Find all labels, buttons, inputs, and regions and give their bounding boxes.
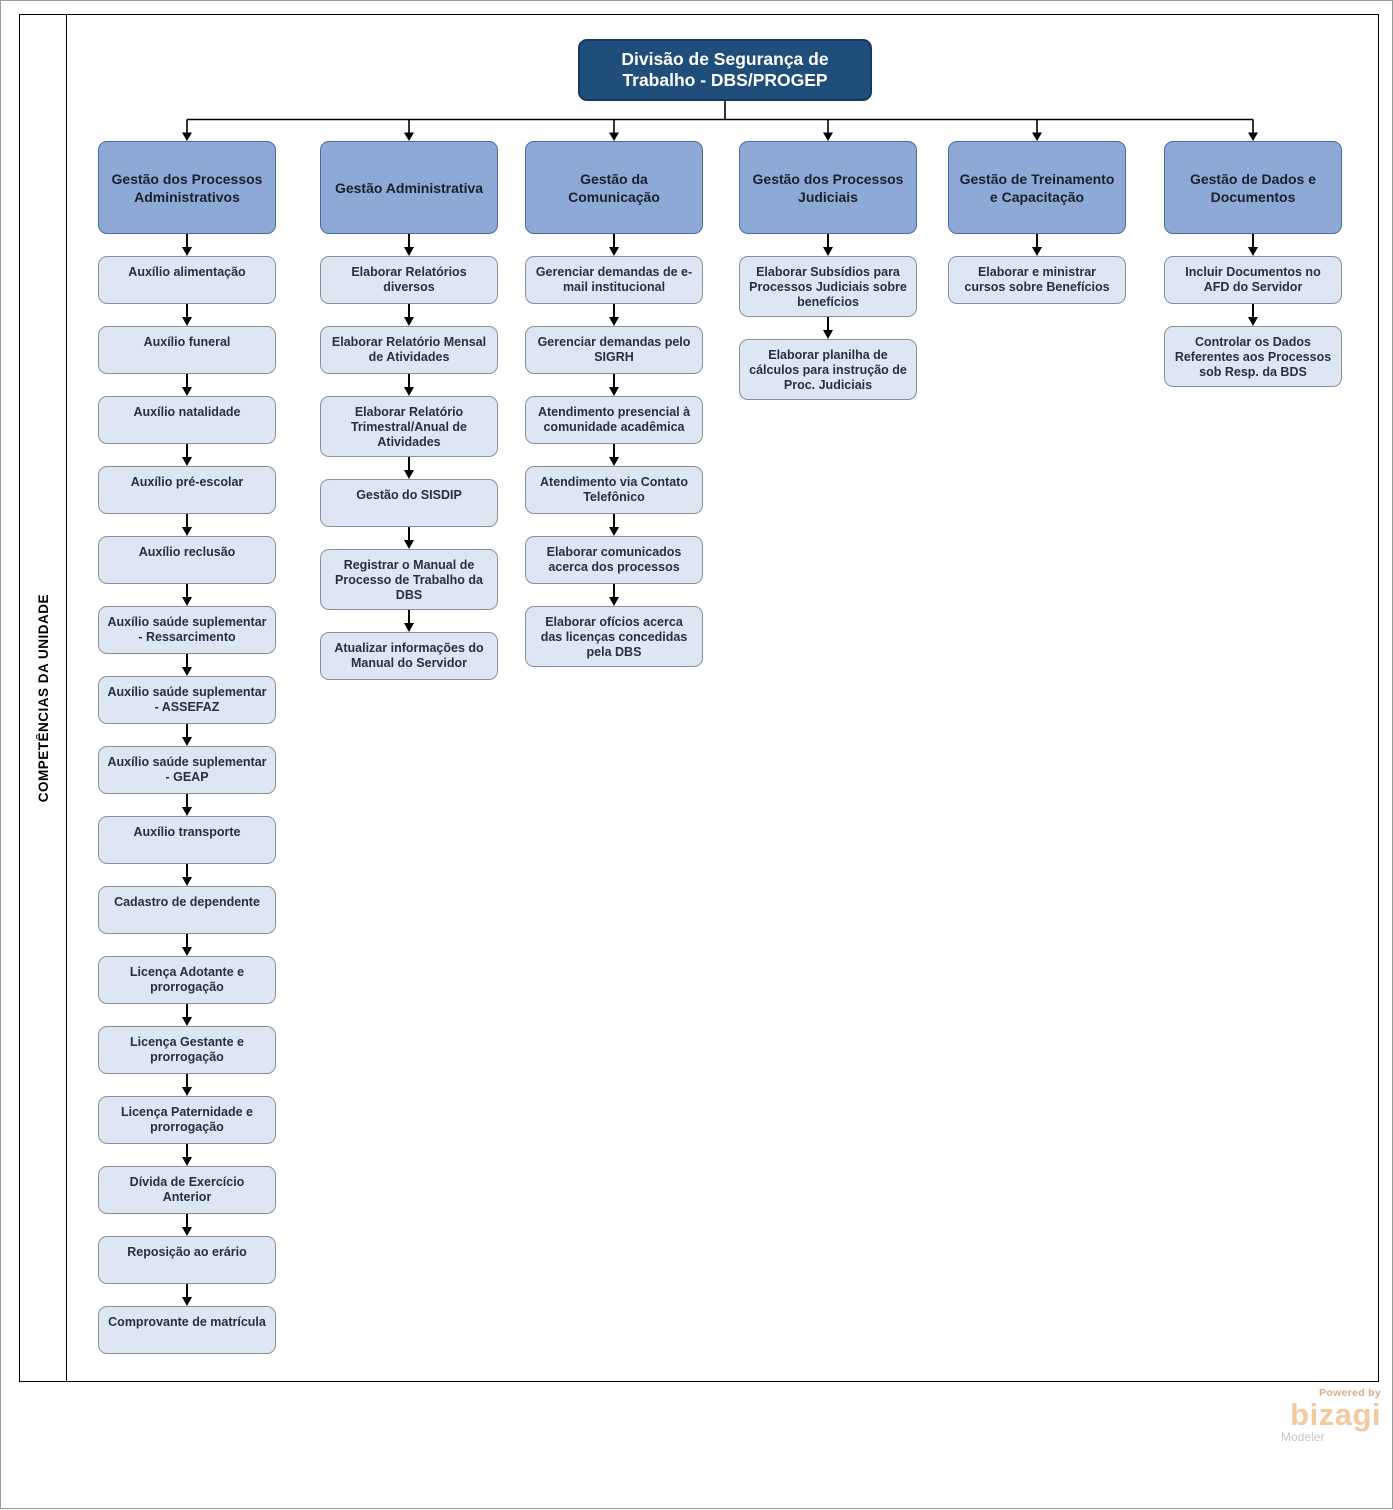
bizagi-branding: Powered by bizagi Modeler	[1281, 1387, 1381, 1444]
down-arrow-connector	[182, 374, 192, 396]
down-arrow-connector	[404, 374, 414, 396]
down-arrow-connector	[823, 234, 833, 256]
process-box: Elaborar Relatório Mensal de Atividades	[320, 326, 498, 374]
process-box: Elaborar planilha de cálculos para instr…	[739, 339, 917, 400]
process-box: Controlar os Dados Referentes aos Proces…	[1164, 326, 1342, 387]
down-arrow-connector	[404, 610, 414, 632]
down-arrow-connector	[182, 234, 192, 256]
down-arrow-connector	[182, 794, 192, 816]
process-box: Elaborar Relatório Trimestral/Anual de A…	[320, 396, 498, 457]
lane-competencias: COMPETÊNCIAS DA UNIDADE	[20, 15, 67, 1381]
down-arrow-connector	[404, 527, 414, 549]
process-box: Reposição ao erário	[98, 1236, 276, 1284]
process-box: Licença Gestante e prorrogação	[98, 1026, 276, 1074]
powered-by-label: Powered by	[1319, 1387, 1381, 1399]
down-arrow-connector	[404, 304, 414, 326]
down-arrow-connector	[182, 864, 192, 886]
process-box: Auxílio saúde suplementar - ASSEFAZ	[98, 676, 276, 724]
down-arrow-connector	[182, 724, 192, 746]
down-arrow-connector	[182, 1074, 192, 1096]
down-arrow-connector	[182, 444, 192, 466]
down-arrow-connector	[1248, 234, 1258, 256]
down-arrow-connector	[823, 317, 833, 339]
process-box: Auxílio alimentação	[98, 256, 276, 304]
down-arrow-connector	[182, 304, 192, 326]
down-arrow-connector	[609, 304, 619, 326]
root-node-dbs-progep: Divisão de Segurança de Trabalho - DBS/P…	[578, 39, 872, 101]
process-box: Auxílio transporte	[98, 816, 276, 864]
bizagi-logo: bizagi	[1290, 1397, 1381, 1432]
column-header: Gestão de Treinamento e Capacitação	[948, 141, 1126, 234]
process-box: Auxílio natalidade	[98, 396, 276, 444]
process-box: Auxílio pré-escolar	[98, 466, 276, 514]
process-box: Auxílio saúde suplementar - GEAP	[98, 746, 276, 794]
process-box: Auxílio reclusão	[98, 536, 276, 584]
root-node-label: Divisão de Segurança de Trabalho - DBS/P…	[621, 49, 829, 90]
column-header: Gestão da Comunicação	[525, 141, 703, 234]
process-box: Comprovante de matrícula	[98, 1306, 276, 1354]
column-header: Gestão de Dados e Documentos	[1164, 141, 1342, 234]
process-box: Incluir Documentos no AFD do Servidor	[1164, 256, 1342, 304]
down-arrow-connector	[182, 654, 192, 676]
column-header: Gestão Administrativa	[320, 141, 498, 234]
down-arrow-connector	[609, 584, 619, 606]
down-arrow-connector	[609, 514, 619, 536]
down-arrow-connector	[404, 234, 414, 256]
column-header: Gestão dos Processos Judiciais	[739, 141, 917, 234]
column-header: Gestão dos Processos Administrativos	[98, 141, 276, 234]
process-box: Elaborar Relatórios diversos	[320, 256, 498, 304]
down-arrow-connector	[182, 1004, 192, 1026]
process-box: Elaborar comunicados acerca dos processo…	[525, 536, 703, 584]
down-arrow-connector	[182, 1214, 192, 1236]
process-box: Elaborar Subsídios para Processos Judici…	[739, 256, 917, 317]
process-box: Licença Paternidade e prorrogação	[98, 1096, 276, 1144]
down-arrow-connector	[609, 234, 619, 256]
process-box: Auxílio saúde suplementar - Ressarciment…	[98, 606, 276, 654]
process-box: Dívida de Exercício Anterior	[98, 1166, 276, 1214]
down-arrow-connector	[404, 457, 414, 479]
process-box: Auxílio funeral	[98, 326, 276, 374]
down-arrow-connector	[182, 934, 192, 956]
down-arrow-connector	[182, 1144, 192, 1166]
process-box: Registrar o Manual de Processo de Trabal…	[320, 549, 498, 610]
process-box: Cadastro de dependente	[98, 886, 276, 934]
process-box: Gerenciar demandas de e-mail institucion…	[525, 256, 703, 304]
down-arrow-connector	[609, 374, 619, 396]
modeler-label: Modeler	[1281, 1430, 1325, 1444]
lane-label: COMPETÊNCIAS DA UNIDADE	[35, 593, 51, 803]
process-box: Gerenciar demandas pelo SIGRH	[525, 326, 703, 374]
process-box: Licença Adotante e prorrogação	[98, 956, 276, 1004]
process-box: Gestão do SISDIP	[320, 479, 498, 527]
process-box: Elaborar ofícios acerca das licenças con…	[525, 606, 703, 667]
down-arrow-connector	[1248, 304, 1258, 326]
process-box: Atendimento presencial à comunidade acad…	[525, 396, 703, 444]
process-box: Atendimento via Contato Telefônico	[525, 466, 703, 514]
process-box: Atualizar informações do Manual do Servi…	[320, 632, 498, 680]
down-arrow-connector	[182, 514, 192, 536]
down-arrow-connector	[182, 584, 192, 606]
down-arrow-connector	[1032, 234, 1042, 256]
down-arrow-connector	[182, 1284, 192, 1306]
down-arrow-connector	[609, 444, 619, 466]
process-box: Elaborar e ministrar cursos sobre Benefí…	[948, 256, 1126, 304]
